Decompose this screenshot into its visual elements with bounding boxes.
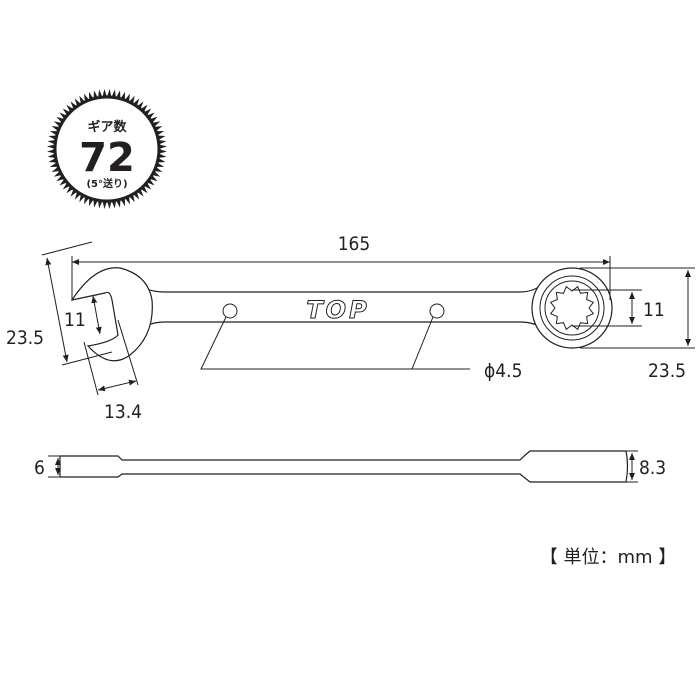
open-end-depth-label: 13.4 — [104, 401, 142, 423]
ring-width-label: 23.5 — [648, 360, 686, 382]
hole-diameter-label: ϕ4.5 — [484, 360, 522, 382]
wrench-top-view: TOP 165 23.5 11 13.4 ϕ4.5 11 23.5 — [6, 233, 695, 423]
side-profile — [59, 450, 629, 483]
top-logo: TOP — [306, 296, 369, 324]
hole-left — [222, 303, 238, 319]
unit-label: 【 単位：mm 】 — [540, 547, 677, 568]
open-end-width-label: 23.5 — [6, 327, 44, 349]
open-end-opening-label: 11 — [64, 309, 86, 331]
gear-badge-title: ギア数 — [87, 119, 127, 135]
overall-length-label: 165 — [338, 233, 371, 255]
open-end-thickness-label: 6 — [34, 457, 45, 479]
gear-badge-count: 72 — [79, 135, 135, 181]
gear-badge-subtitle: (5°送り) — [86, 177, 127, 190]
twelve-point-socket-icon — [549, 285, 595, 331]
open-end-head — [70, 267, 153, 362]
ring-opening-label: 11 — [643, 299, 665, 321]
ring-end-thickness-label: 8.3 — [639, 457, 666, 479]
ring-end-head — [531, 267, 613, 349]
wrench-side-view: 6 8.3 — [34, 450, 666, 483]
hole-right — [429, 303, 445, 319]
gear-count-badge: ギア数 72 (5°送り) — [47, 89, 167, 209]
